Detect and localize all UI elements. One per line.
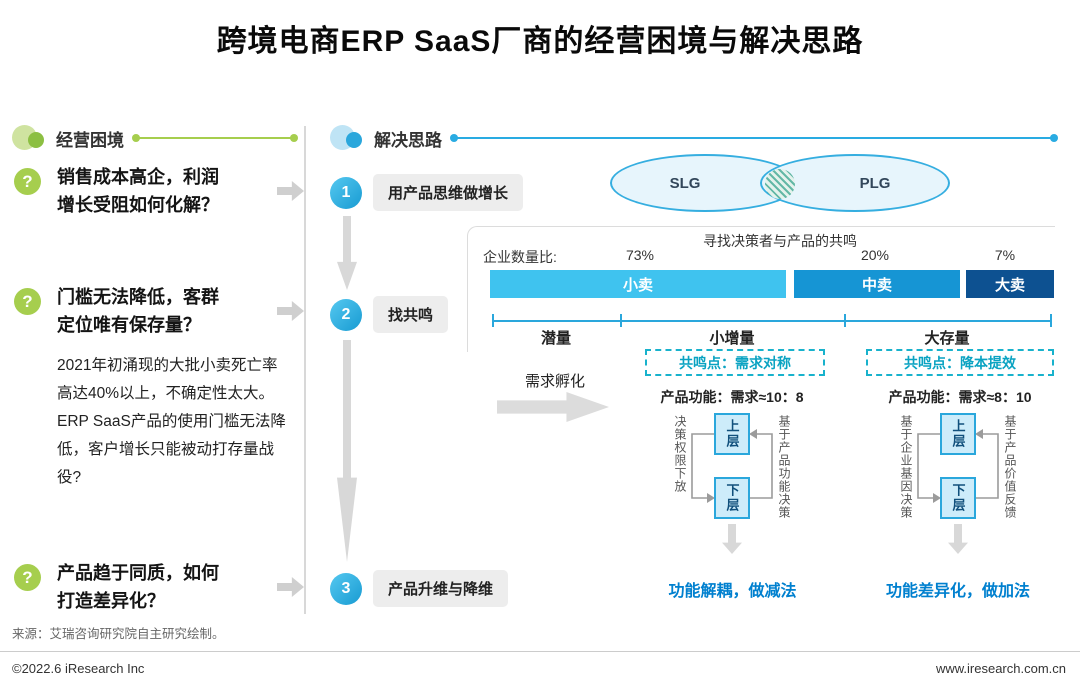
- step-1-number: 1: [330, 176, 362, 209]
- segment-latent: 潜量: [540, 330, 571, 347]
- ratio-1: 产品功能：需求≈10：8: [660, 389, 804, 405]
- step-3: 3 产品升维与降维: [330, 570, 509, 607]
- lower-layer-box: 下层: [714, 477, 750, 519]
- bar-big-sellers: 大卖: [966, 270, 1054, 298]
- question-3: ? 产品趋于同质，如何打造差异化？: [14, 560, 235, 616]
- step-3-label: 产品升维与降维: [373, 570, 509, 607]
- decision-flow-1: 上层 下层 决策权限下放 基于产品功能决策: [660, 413, 805, 525]
- axis-tick: [620, 314, 622, 327]
- axis-tick: [844, 314, 846, 327]
- chart-panel-border: [467, 226, 1055, 352]
- flow-1-right-note: 基于产品功能决策: [777, 415, 791, 519]
- question-mark-icon: ?: [14, 564, 41, 591]
- slg-plg-venn: SLG PLG: [610, 154, 950, 214]
- flow-connectors: [691, 429, 773, 503]
- ratio-2: 产品功能：需求≈8：10: [888, 389, 1032, 405]
- flow-connectors: [917, 429, 999, 503]
- mortality-note: 2021年初涌现的大批小卖死亡率高达40%以上，不确定性太大。 ERP SaaS…: [57, 352, 291, 491]
- arrow-down-icon: [337, 216, 357, 290]
- conclusion-1: 功能解耦，做减法: [668, 583, 797, 600]
- blue-connector-line: [450, 134, 1058, 142]
- incubation-label: 需求孵化: [524, 373, 585, 390]
- question-2: ? 门槛无法降低，客群定位唯有保存量？: [14, 284, 235, 340]
- step-2-number: 2: [330, 298, 362, 331]
- segment-axis-line: [492, 320, 1052, 322]
- right-section-header: 解决思路: [330, 124, 1058, 152]
- flow-2-right-note: 基于产品价值反馈: [1003, 415, 1017, 519]
- chart-title: 企业数量比:: [483, 249, 557, 265]
- arrow-right-icon: [277, 301, 304, 321]
- axis-tick: [492, 314, 494, 327]
- bar-small-sellers: 小卖: [490, 270, 786, 298]
- right-header-label: 解决思路: [374, 130, 442, 150]
- venn-caption: 寻找决策者与产品的共鸣: [703, 233, 857, 249]
- conclusion-2: 功能差异化，做加法: [885, 583, 1030, 600]
- blue-circles-icon: [330, 124, 368, 152]
- slg-label: SLG: [669, 174, 701, 192]
- step-1-label: 用产品思维做增长: [373, 174, 524, 211]
- copyright-text: ©2022.6 iResearch Inc: [12, 661, 145, 676]
- percent-small-sellers: 73%: [625, 247, 655, 263]
- lower-layer-box: 下层: [940, 477, 976, 519]
- arrow-down-icon: [337, 340, 357, 562]
- question-3-text: 产品趋于同质，如何打造差异化？: [57, 563, 219, 611]
- decision-flow-2: 上层 下层 基于企业基因决策 基于产品价值反馈: [886, 413, 1031, 525]
- venn-overlap-hatch: [765, 169, 795, 199]
- step-3-number: 3: [330, 572, 362, 605]
- green-circles-icon: [12, 124, 50, 152]
- flow-1-left-note: 决策权限下放: [673, 415, 687, 493]
- axis-tick: [1050, 314, 1052, 327]
- segment-small-increment: 小增量: [709, 330, 755, 347]
- note-line-2: ERP SaaS产品的使用门槛无法降低，客户增长只能被动打存量战役?: [57, 412, 286, 486]
- resonance-point-2: 共鸣点：降本提效: [866, 349, 1054, 376]
- left-section-header: 经营困境: [12, 124, 298, 152]
- upper-layer-box: 上层: [940, 413, 976, 455]
- flow-2-left-note: 基于企业基因决策: [899, 415, 913, 519]
- green-connector-line: [132, 134, 298, 142]
- vertical-divider: [304, 126, 306, 614]
- arrow-down-icon: [722, 524, 742, 554]
- step-1: 1 用产品思维做增长: [330, 174, 524, 211]
- left-header-label: 经营困境: [56, 130, 124, 150]
- arrow-down-icon: [948, 524, 968, 554]
- source-note: 来源：艾瑞咨询研究院自主研究绘制。: [12, 627, 225, 641]
- question-mark-icon: ?: [14, 168, 41, 195]
- arrow-right-icon: [277, 577, 304, 597]
- step-2: 2 找共鸣: [330, 296, 449, 333]
- percent-big-sellers: 7%: [994, 247, 1016, 263]
- footer-divider: [0, 651, 1080, 652]
- note-line-1: 2021年初涌现的大批小卖死亡率高达40%以上，不确定性太大。: [57, 357, 278, 402]
- website-text: www.iresearch.com.cn: [935, 661, 1066, 676]
- bar-mid-sellers: 中卖: [794, 270, 960, 298]
- question-1-text: 销售成本高企，利润增长受阻如何化解？: [57, 167, 219, 215]
- upper-layer-box: 上层: [714, 413, 750, 455]
- question-1: ? 销售成本高企，利润增长受阻如何化解？: [14, 164, 235, 220]
- resonance-point-1: 共鸣点：需求对称: [645, 349, 825, 376]
- plg-label: PLG: [859, 174, 891, 192]
- page-title: 跨境电商ERP SaaS厂商的经营困境与解决思路: [216, 25, 864, 58]
- step-2-label: 找共鸣: [373, 296, 449, 333]
- arrow-right-icon: [277, 181, 304, 201]
- percent-mid-sellers: 20%: [860, 247, 890, 263]
- segment-big-stock: 大存量: [924, 330, 970, 347]
- big-arrow-right-icon: [497, 392, 609, 422]
- question-2-text: 门槛无法降低，客群定位唯有保存量？: [57, 287, 219, 335]
- question-mark-icon: ?: [14, 288, 41, 315]
